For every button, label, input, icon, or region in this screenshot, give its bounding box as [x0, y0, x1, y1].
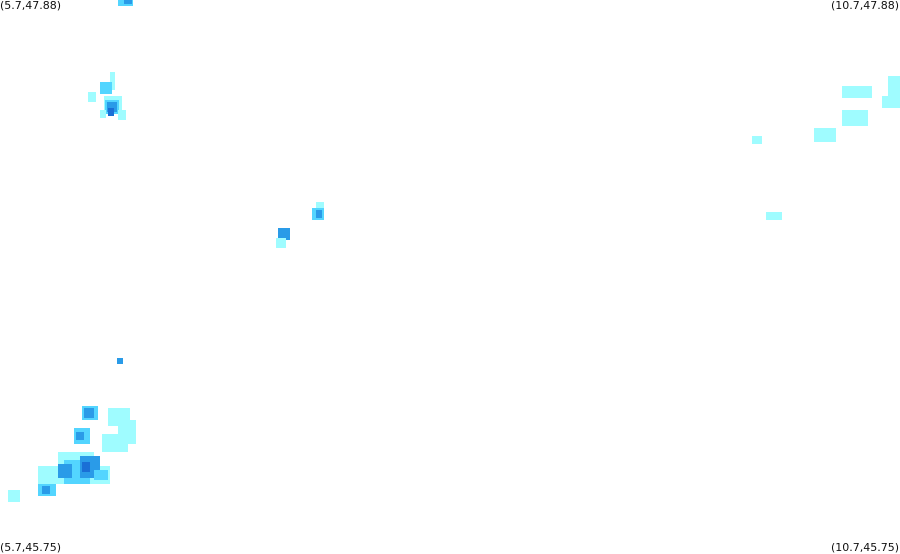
precipitation-cell	[94, 470, 108, 480]
precipitation-cell	[842, 110, 868, 126]
precipitation-cell	[766, 212, 782, 220]
precipitation-cell	[88, 92, 96, 102]
precipitation-cell	[110, 72, 115, 90]
corner-label-bottom-left: (5.7,45.75)	[0, 541, 62, 554]
precipitation-cell	[752, 136, 762, 144]
corner-label-bottom-right: (10.7,45.75)	[830, 541, 899, 554]
precipitation-cell	[276, 238, 286, 248]
precipitation-cell	[58, 464, 72, 478]
corner-label-top-left: (5.7,47.88)	[0, 0, 62, 12]
precipitation-cell	[76, 432, 84, 440]
precipitation-cell	[100, 82, 112, 94]
precipitation-cell	[100, 110, 106, 118]
precipitation-cell	[124, 0, 132, 4]
precipitation-cell	[42, 486, 50, 494]
precipitation-cell	[278, 228, 290, 240]
precipitation-cell	[882, 96, 898, 108]
precipitation-cell	[102, 434, 128, 452]
precipitation-cell	[316, 202, 324, 210]
precipitation-cell	[82, 462, 90, 472]
precipitation-cell	[108, 108, 114, 116]
corner-label-top-right: (10.7,47.88)	[830, 0, 899, 12]
precipitation-cell	[117, 358, 123, 364]
precipitation-cell	[842, 86, 872, 98]
precipitation-cell	[316, 210, 322, 218]
precipitation-cell	[118, 110, 126, 120]
precipitation-cells	[8, 0, 900, 502]
precipitation-cell	[84, 408, 94, 418]
precipitation-cell	[8, 490, 20, 502]
precipitation-cell	[107, 102, 117, 112]
precipitation-cell	[814, 128, 836, 142]
